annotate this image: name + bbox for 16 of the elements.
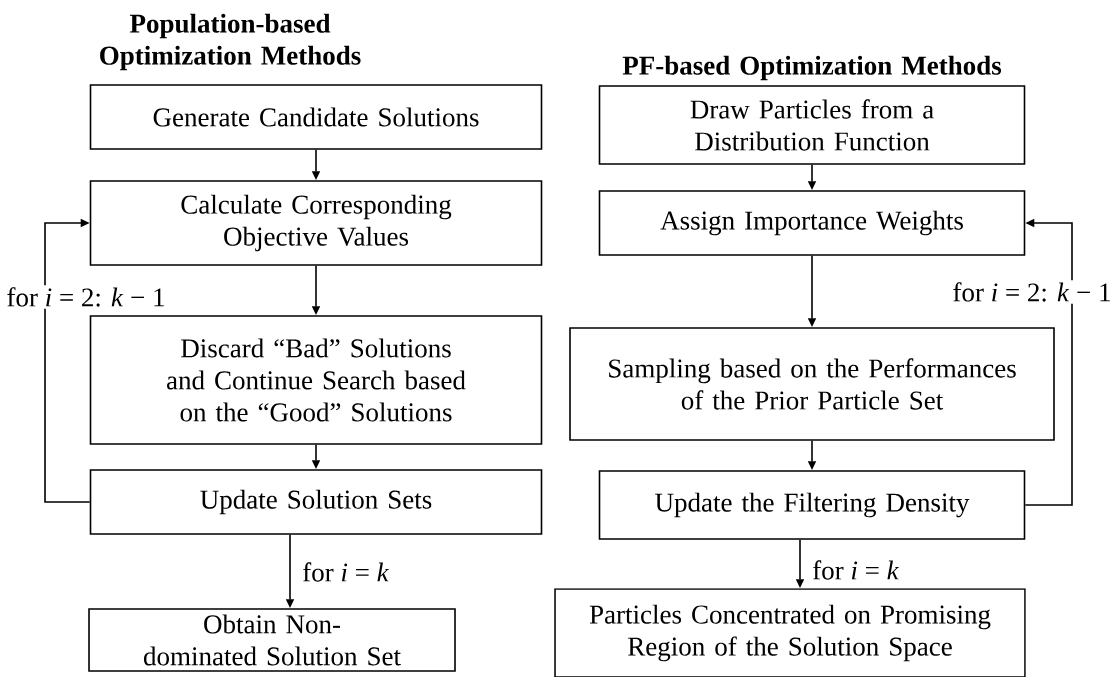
arrow [44, 218, 91, 503]
process-box: Particles Concentrated on Promising Region of the Solution Space [554, 588, 1026, 677]
process-box: Calculate Corresponding Objective Values [89, 180, 543, 266]
process-box: Update the Filtering Density [598, 470, 1026, 540]
edge-label: for i = 2: k − 1 [7, 287, 164, 307]
process-box: Sampling based on the Performances of the Prior Particle Set [569, 327, 1055, 441]
process-box: Update Solution Sets [89, 469, 543, 535]
edge-label: for i = 2: k − 1 [953, 282, 1110, 302]
process-box: Obtain Non-dominated Solution Set [88, 608, 456, 672]
edge-label: for i = k [813, 560, 900, 580]
edge-label: for i = k [303, 562, 390, 582]
column-heading: PF-based Optimization Methods [622, 55, 1002, 81]
process-box: Draw Particles from a Distribution Function [598, 85, 1026, 165]
process-box: Assign Importance Weights [598, 190, 1026, 256]
process-box: Discard “Bad” Solutions and Continue Search based on the “Good” Solutions [89, 315, 543, 445]
process-box: Generate Candidate Solutions [89, 84, 543, 150]
